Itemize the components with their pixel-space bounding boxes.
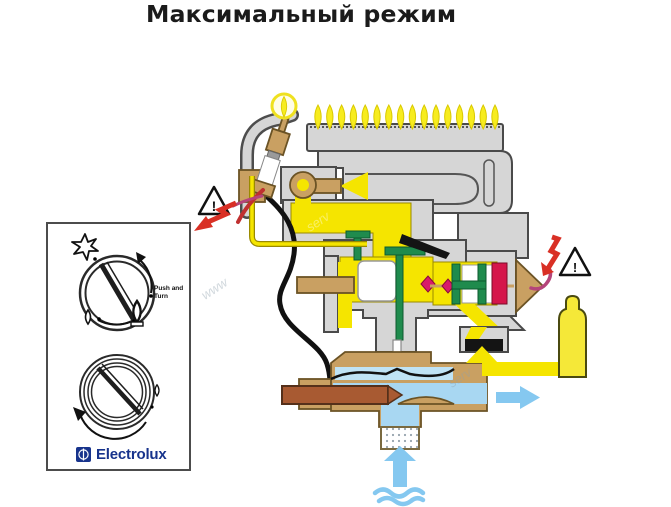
lightning-left-icon: [206, 200, 238, 225]
valve-front-plate: [323, 255, 339, 333]
warning-right: !: [541, 234, 592, 277]
knob-instruction-line2: Turn: [154, 293, 168, 300]
flow-arrows: [372, 346, 558, 507]
brand-name: Electrolux: [96, 446, 167, 463]
page-title: Максимальный режим: [146, 0, 457, 28]
knob-handle: [96, 366, 142, 416]
copper-pipe: [281, 385, 389, 405]
hot-water-arrow: [496, 386, 540, 409]
large-flame-icon: [130, 299, 144, 327]
solenoid-wire: [529, 268, 553, 291]
inlet-seal: [465, 339, 503, 351]
gas-nozzle: [289, 171, 368, 200]
warning-exclamation-right: !: [573, 260, 577, 275]
warning-exclamation-left: !: [212, 198, 217, 214]
control-shaft: [296, 276, 355, 294]
water-filter: [380, 426, 420, 450]
lightning-right-icon: [544, 234, 562, 272]
gas-inlet-fitting: [459, 326, 509, 353]
spark-electrode: [249, 116, 291, 199]
valve-stem-small: [345, 230, 371, 239]
electrolux-icon: [76, 447, 91, 462]
solenoid-tip: [515, 257, 545, 315]
knob-handle: [98, 262, 138, 324]
gas-supply-arrow: [466, 346, 558, 376]
knob-instruction-line1: Push and: [154, 285, 183, 292]
small-flame-icon: [84, 309, 92, 325]
rotate-arrow-icon: [140, 260, 153, 294]
pilot-assembly: [238, 92, 367, 247]
water-valve: [281, 351, 488, 450]
small-flame-icon: [154, 384, 160, 397]
gas-cylinder: [558, 294, 587, 378]
burner: [306, 104, 513, 214]
warning-triangle-right: [558, 246, 592, 277]
valve-plunger: [357, 260, 397, 302]
solenoid-magnet: [491, 262, 508, 305]
rotate-arrow-icon: [79, 413, 147, 440]
valve-internals: [345, 230, 545, 315]
valve-seal: [420, 275, 436, 293]
gas-spray-cone: [340, 172, 368, 200]
lever-flag: [399, 234, 450, 259]
venturi-hump: [397, 396, 455, 405]
membrane: [330, 367, 455, 381]
mode-knob: Push and Turn: [71, 233, 183, 332]
electrolux-logo: Electrolux: [76, 446, 167, 463]
warning-left: !: [194, 185, 238, 231]
water-waves-icon: [372, 487, 426, 507]
cold-water-arrow: [384, 446, 416, 487]
ignition-wire: [236, 188, 265, 224]
spark-star-icon: [71, 233, 99, 261]
thermocouple-cable: [262, 192, 333, 397]
power-knob: [73, 354, 160, 440]
svg-text:www: www: [198, 274, 231, 303]
